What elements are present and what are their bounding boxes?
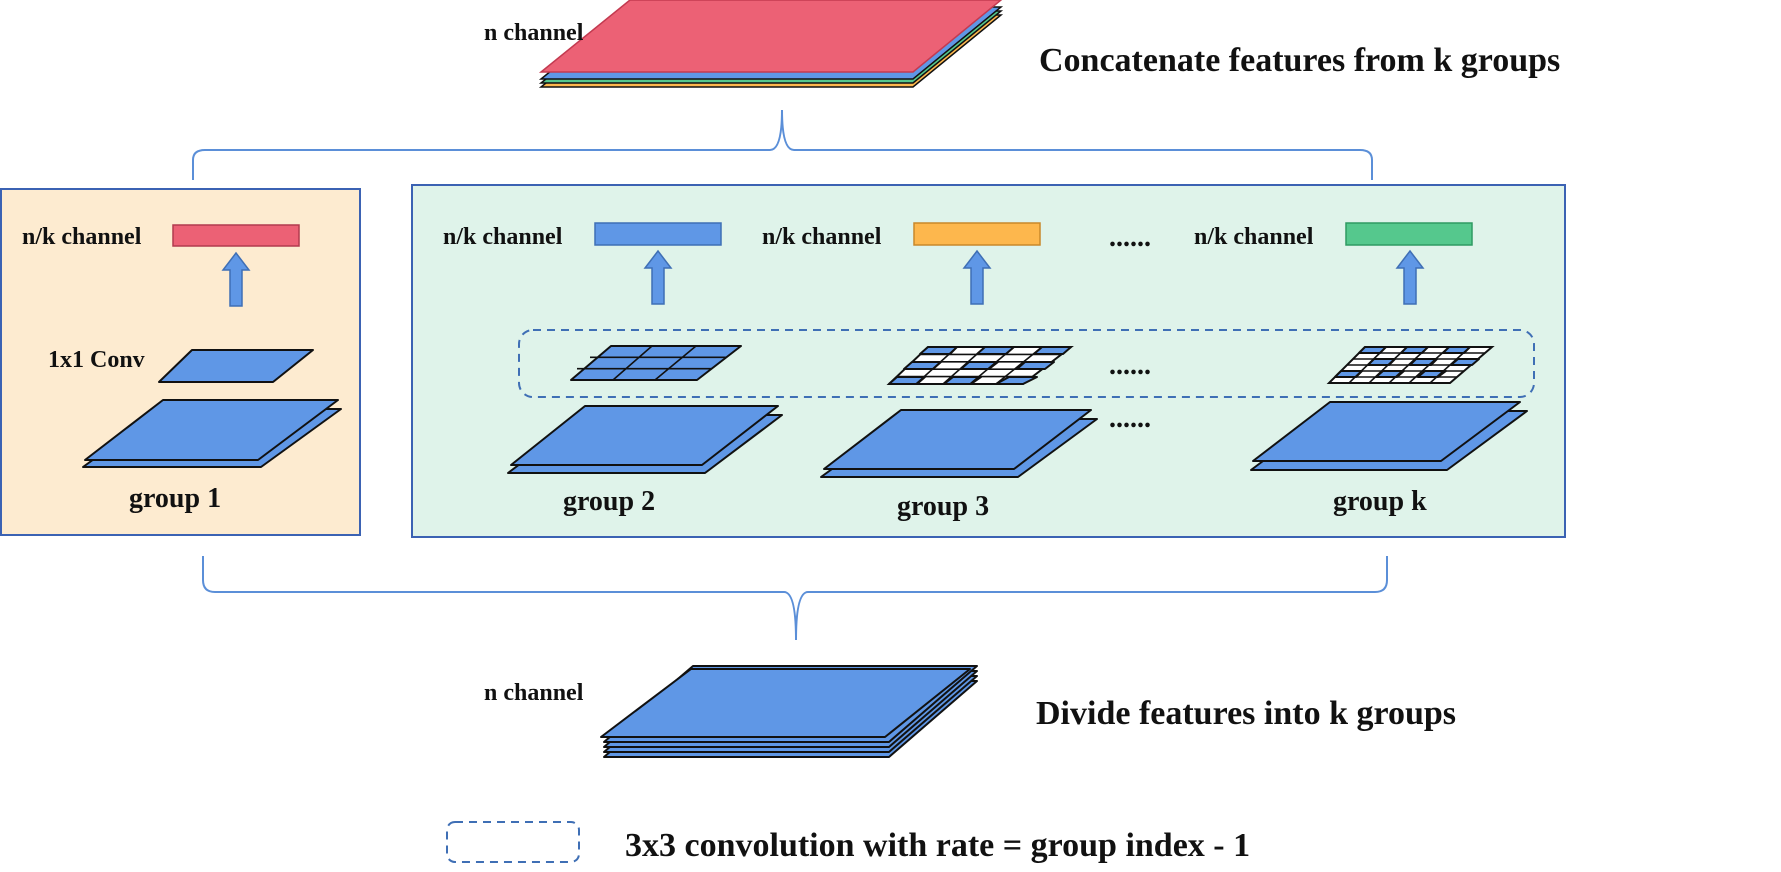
ellipsis-top: ...... [1109, 222, 1151, 253]
group1-channel-label: n/k channel [22, 224, 142, 250]
ellipsis-bottom: ...... [1109, 403, 1151, 434]
groupk-output-bar [1345, 222, 1473, 246]
ellipsis-middle: ...... [1109, 350, 1151, 381]
dilated-conv-dashed-box [518, 329, 1535, 398]
group1-up-arrow [221, 251, 251, 307]
group3-channel-label: n/k channel [762, 224, 882, 250]
group3-label: group 3 [897, 491, 989, 522]
groupk-label: group k [1333, 486, 1427, 517]
concatenated-feature-stack [538, 0, 1004, 88]
group3-output-bar [913, 222, 1041, 246]
group2-label: group 2 [563, 486, 655, 517]
lower-bracket [202, 556, 1388, 641]
group2-channel-label: n/k channel [443, 224, 563, 250]
group2-kernel-grid [570, 345, 742, 381]
top-caption: Concatenate features from k groups [1039, 42, 1560, 79]
groupk-channel-label: n/k channel [1194, 224, 1314, 250]
group1-feature-stack [82, 399, 342, 468]
group2-up-arrow [643, 249, 673, 305]
group3-kernel-grid [886, 346, 1074, 385]
group3-up-arrow [962, 249, 992, 305]
group3-feature-stack [820, 409, 1098, 478]
legend-caption: 3x3 convolution with rate = group index … [625, 827, 1250, 864]
group1-conv-kernel [158, 349, 314, 383]
legend-dashed-swatch [446, 821, 580, 863]
input-feature-stack [600, 665, 978, 758]
groupk-kernel-grid [1326, 346, 1495, 384]
group1-label: group 1 [129, 483, 221, 514]
group2-feature-stack [507, 405, 783, 474]
groupk-feature-stack [1250, 401, 1528, 471]
top-channel-label: n channel [484, 20, 584, 46]
bottom-channel-label: n channel [484, 680, 584, 706]
group1-conv-label: 1x1 Conv [48, 347, 145, 373]
groupk-up-arrow [1395, 249, 1425, 305]
bottom-caption: Divide features into k groups [1036, 695, 1456, 732]
group2-output-bar [594, 222, 722, 246]
upper-bracket [192, 109, 1373, 180]
group1-output-bar [172, 224, 300, 247]
